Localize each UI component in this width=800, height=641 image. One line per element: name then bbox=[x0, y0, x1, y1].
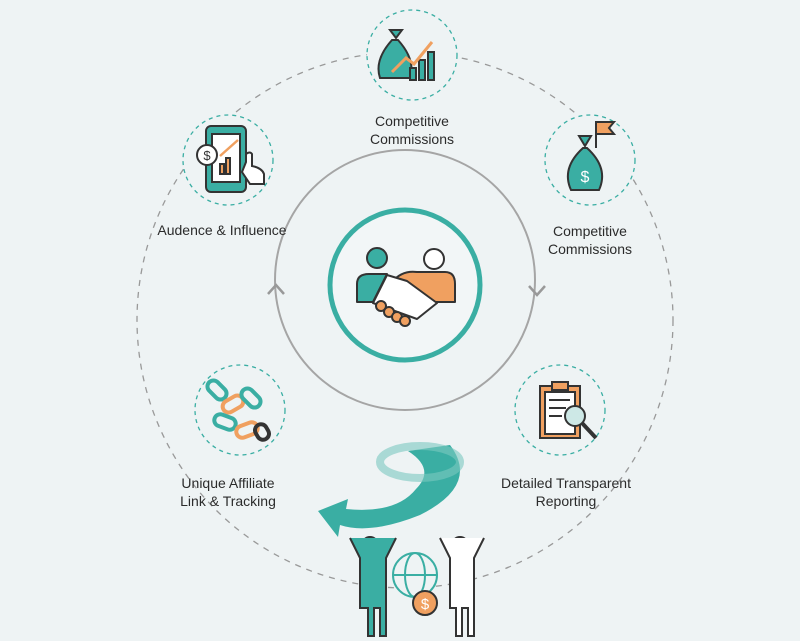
inner-cycle-ring bbox=[274, 149, 536, 411]
node-audience: $ bbox=[182, 114, 274, 206]
label-line: Link & Tracking bbox=[180, 493, 276, 509]
cycle-swoosh-arrow-icon bbox=[318, 442, 464, 537]
node-right-commissions: $ bbox=[544, 114, 636, 206]
label-line: Unique Affiliate bbox=[181, 475, 275, 491]
label-line: Commissions bbox=[369, 131, 455, 147]
money-bag-flag-icon: $ bbox=[567, 121, 617, 191]
label-audience: Audence & Influence bbox=[157, 221, 286, 239]
label-top-commissions: Competitive Commissions bbox=[370, 112, 454, 148]
label-line: Reporting bbox=[535, 493, 597, 509]
cycle-arrow-down-icon bbox=[528, 285, 546, 297]
people-globe-dollar-icon bbox=[349, 536, 485, 637]
label-reporting: Detailed Transparent Reporting bbox=[501, 474, 631, 510]
money-bag-growth-icon bbox=[377, 29, 435, 81]
handshake-icon bbox=[356, 247, 456, 327]
label-line: Commissions bbox=[547, 241, 633, 257]
dollar-symbol: $ bbox=[421, 596, 430, 613]
clipboard-magnifier-icon bbox=[539, 381, 598, 440]
chain-link-icon bbox=[205, 378, 271, 442]
svg-text:$: $ bbox=[581, 169, 590, 186]
node-top-commissions bbox=[366, 9, 458, 101]
label-line: Detailed Transparent bbox=[501, 475, 631, 491]
svg-text:$: $ bbox=[203, 148, 211, 163]
node-reporting bbox=[514, 364, 606, 456]
label-line: Competitive bbox=[553, 223, 627, 239]
center-handshake bbox=[327, 207, 483, 363]
label-line: Audence & Influence bbox=[157, 222, 287, 238]
label-affiliate-link: Unique Affiliate Link & Tracking bbox=[180, 474, 276, 510]
label-right-commissions: Competitive Commissions bbox=[548, 222, 632, 258]
node-affiliate-link bbox=[194, 364, 286, 456]
phone-chart-icon: $ bbox=[196, 125, 265, 193]
label-line: Competitive bbox=[375, 113, 449, 129]
cycle-arrow-up-icon bbox=[267, 283, 285, 295]
